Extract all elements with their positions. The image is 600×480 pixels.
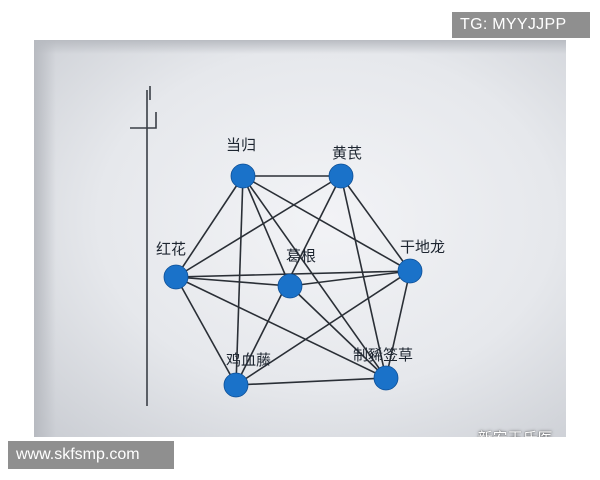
edge-honghua-xixiancao bbox=[175, 276, 387, 379]
node-dilong bbox=[397, 258, 423, 284]
photo-shading-top bbox=[34, 40, 566, 54]
photo-shading-left bbox=[34, 40, 56, 437]
node-huangqi bbox=[328, 163, 354, 189]
node-label-gegen: 葛根 bbox=[286, 247, 316, 265]
node-xixiancao bbox=[373, 365, 399, 391]
edge-danggui-dilong bbox=[242, 175, 411, 272]
edge-danggui-honghua bbox=[175, 175, 244, 278]
node-gegen bbox=[277, 273, 303, 299]
edge-huangqi-dilong bbox=[340, 175, 411, 272]
edge-gegen-xixiancao bbox=[289, 285, 387, 379]
wechat-account-name: 新安王氏医学 bbox=[478, 425, 566, 437]
edge-huangqi-honghua bbox=[175, 175, 342, 278]
edge-gegen-dilong bbox=[289, 270, 411, 287]
edge-danggui-gegen bbox=[242, 175, 291, 287]
edge-danggui-xixiancao bbox=[242, 175, 387, 379]
edge-honghua-gegen bbox=[175, 276, 291, 287]
edge-danggui-jixueteng bbox=[235, 175, 244, 386]
edge-honghua-jixueteng bbox=[175, 276, 237, 386]
website-watermark: www.skfsmp.com bbox=[8, 441, 174, 469]
node-label-dilong: 干地龙 bbox=[400, 238, 445, 256]
telegram-watermark: TG: MYYJJPP bbox=[452, 12, 590, 38]
node-label-jixueteng: 鸡血藤 bbox=[226, 351, 271, 369]
edge-jixueteng-dilong bbox=[235, 270, 411, 386]
node-danggui bbox=[230, 163, 256, 189]
bracket-decoration bbox=[130, 86, 157, 406]
node-label-xixiancao: 制豨签草 bbox=[353, 346, 413, 364]
edge-dilong-xixiancao bbox=[385, 270, 411, 379]
node-honghua bbox=[163, 264, 189, 290]
edge-jixueteng-xixiancao bbox=[235, 377, 387, 386]
node-label-huangqi: 黄芪 bbox=[332, 144, 362, 162]
node-label-honghua: 红花 bbox=[156, 240, 186, 258]
node-jixueteng bbox=[223, 372, 249, 398]
node-label-danggui: 当归 bbox=[226, 136, 256, 154]
